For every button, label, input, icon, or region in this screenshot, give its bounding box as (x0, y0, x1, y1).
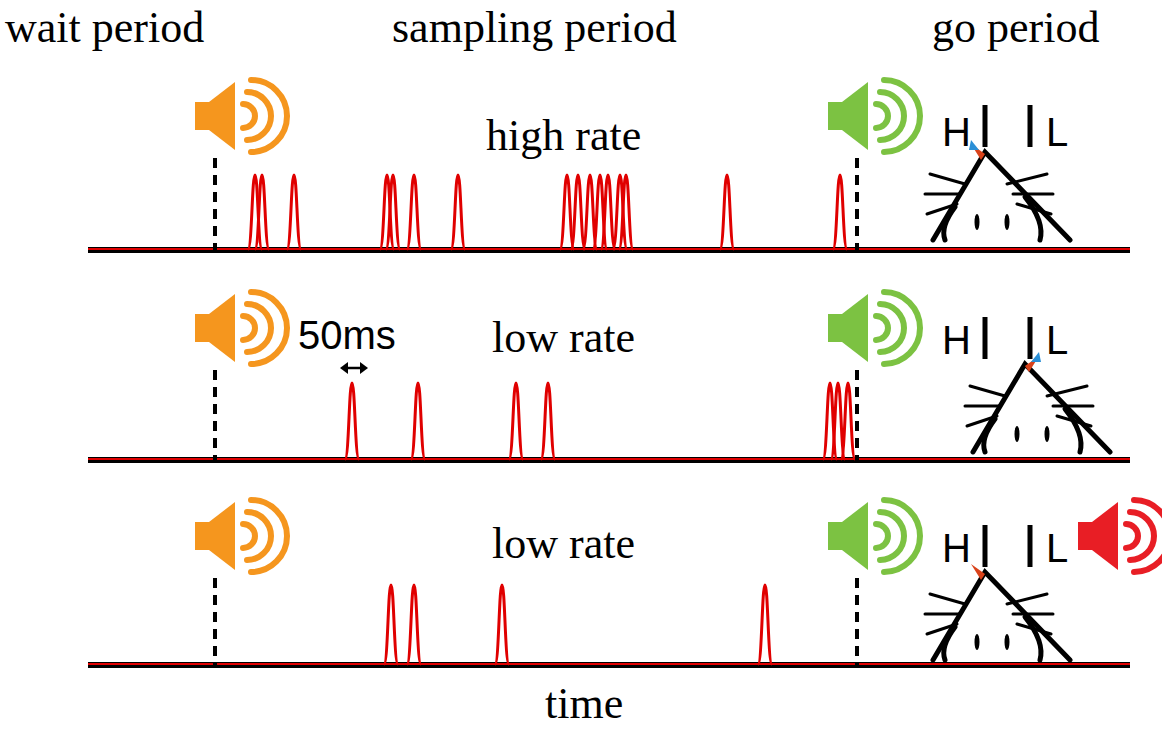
spike (451, 175, 465, 249)
epoch-marker (855, 370, 859, 460)
lick-port (1028, 525, 1033, 567)
spike (541, 383, 555, 459)
wait-cue-speaker (195, 80, 287, 152)
time-axis (88, 247, 1130, 253)
lick-port (1028, 317, 1033, 359)
spike (255, 175, 269, 249)
lick-port (983, 525, 988, 567)
mouse-head (965, 364, 1110, 452)
lick-port (1028, 105, 1033, 147)
trial-row (88, 500, 1162, 665)
mouse-head (925, 152, 1070, 240)
port-contact (1031, 352, 1041, 362)
spike (287, 175, 301, 249)
lick-port (983, 317, 988, 359)
period-heading: go period (932, 6, 1099, 50)
axis-label: time (545, 682, 623, 726)
spike (560, 175, 574, 249)
spike (345, 383, 359, 459)
go-cue-speaker (828, 80, 920, 152)
tongue (971, 564, 985, 580)
spike (720, 175, 734, 249)
port-label: L (1046, 528, 1068, 568)
epoch-marker (855, 158, 859, 250)
period-heading: wait period (5, 6, 204, 50)
epoch-marker (213, 370, 217, 460)
period-heading: sampling period (392, 6, 677, 50)
trial-row (88, 80, 1130, 250)
wait-cue-speaker (195, 292, 287, 364)
go-cue-speaker (828, 500, 920, 572)
spike (841, 383, 855, 459)
wait-cue-speaker (195, 500, 287, 572)
epoch-marker (213, 578, 217, 665)
spike (386, 175, 400, 249)
trial-row (88, 292, 1130, 460)
port-label: H (942, 528, 971, 568)
port-label: H (942, 320, 971, 360)
time-axis (88, 457, 1130, 463)
epoch-marker (855, 578, 859, 665)
spike (509, 383, 523, 459)
port-label: L (1046, 320, 1068, 360)
duration-label: 50ms (298, 315, 396, 355)
spike (601, 175, 615, 249)
spike (407, 585, 421, 664)
spike (758, 585, 772, 664)
spike (619, 175, 633, 249)
lick-port (983, 105, 988, 147)
error-speaker (1078, 500, 1162, 572)
port-label: H (942, 112, 971, 152)
condition-label: high rate (486, 114, 641, 158)
condition-label: low rate (492, 522, 635, 566)
mouse-head (925, 572, 1070, 660)
spike (407, 175, 421, 249)
epoch-marker (213, 158, 217, 250)
spike (571, 175, 585, 249)
condition-label: low rate (492, 316, 635, 360)
spike (495, 585, 509, 664)
spike (384, 585, 398, 664)
duration-arrow (340, 362, 368, 374)
port-label: L (1046, 112, 1068, 152)
spike (833, 175, 847, 249)
spike (411, 383, 425, 459)
go-cue-speaker (828, 292, 920, 364)
time-axis (88, 662, 1130, 668)
